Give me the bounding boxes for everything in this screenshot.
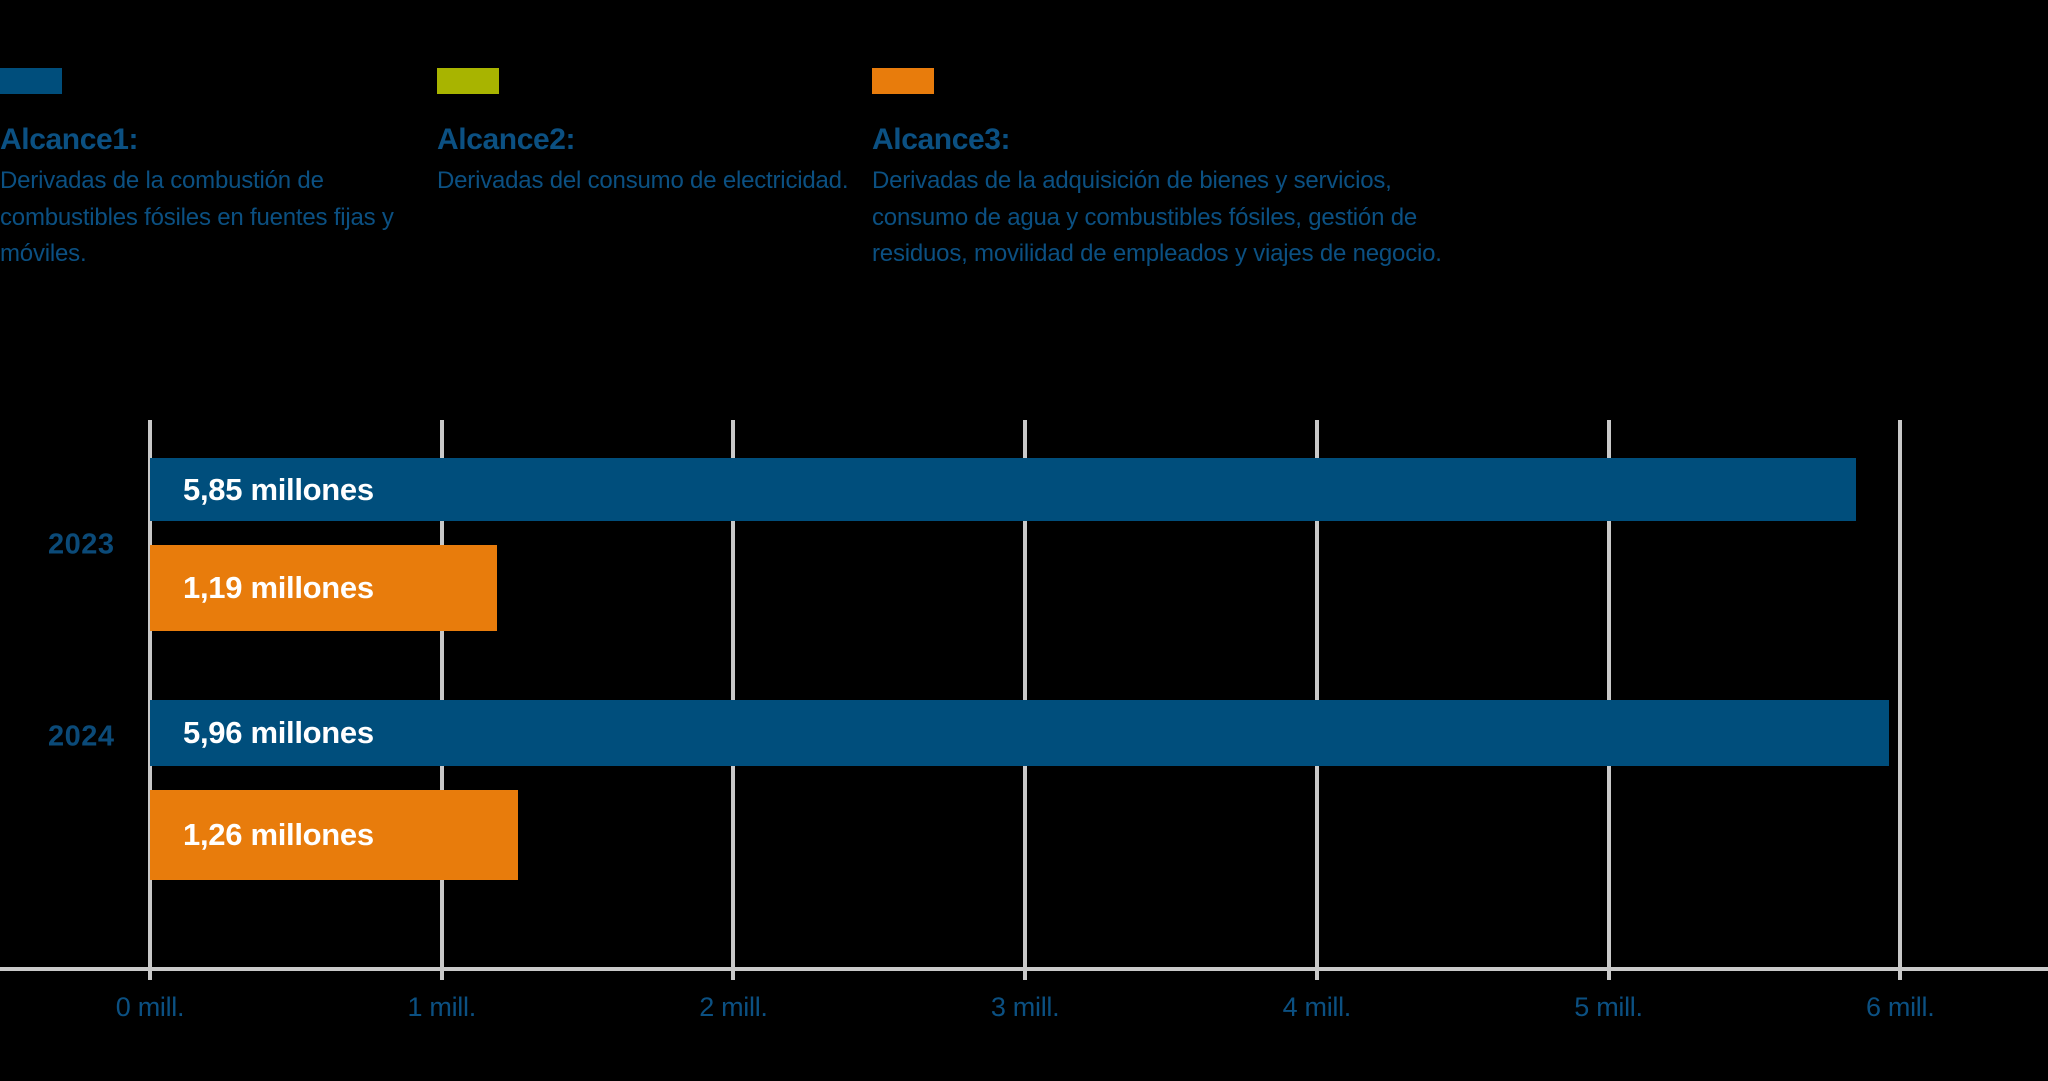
legend-title-alcance2: Alcance2:: [437, 123, 576, 156]
legend-description-alcance3: Derivadas de la adquisición de bienes y …: [872, 167, 1442, 268]
x-tick-label-3: 3 mill.: [990, 992, 1060, 1022]
legend: Alcance1: Derivadas de la combustión de …: [0, 0, 2048, 400]
x-tick-label-2: 2 mill.: [699, 992, 768, 1022]
legend-item-alcance3: Alcance3: Derivadas de la adquisición de…: [872, 68, 1472, 273]
bar-2023-alcance1[interactable]: 5,85 millones: [150, 458, 1857, 521]
x-axis-line: [0, 967, 2048, 971]
x-tick-label-0: 0 mill.: [115, 992, 185, 1022]
legend-description-alcance2: Derivadas del consumo de electricidad.: [437, 167, 849, 195]
bar-2023-alcance3[interactable]: 1,19 millones: [150, 545, 498, 631]
legend-item-alcance1: Alcance1: Derivadas de la combustión de …: [0, 68, 400, 273]
legend-swatch-alcance1: [0, 68, 62, 94]
x-tick-label-5: 5 mill.: [1574, 992, 1643, 1022]
x-tick-label-4: 4 mill.: [1282, 992, 1352, 1022]
x-tick-label-6: 6 mill.: [1865, 992, 1935, 1022]
legend-swatch-alcance3: [872, 68, 934, 94]
legend-description-alcance1: Derivadas de la combustión de combustibl…: [0, 167, 394, 268]
bar-2024-alcance3[interactable]: 1,26 millones: [150, 790, 518, 880]
bar-value-label: 5,96 millones: [183, 715, 374, 750]
gridline-6: [1898, 420, 1903, 980]
legend-title-alcance1: Alcance1:: [0, 123, 139, 156]
bar-value-label: 5,85 millones: [183, 471, 374, 507]
bar-value-label: 1,19 millones: [183, 570, 374, 605]
bar-2024-alcance1[interactable]: 5,96 millones: [150, 700, 1889, 766]
legend-title-alcance3: Alcance3:: [872, 123, 1011, 156]
category-label-2023: 2023: [48, 528, 115, 561]
legend-item-alcance2: Alcance2: Derivadas del consumo de elect…: [437, 68, 857, 200]
bar-value-label: 1,26 millones: [183, 817, 374, 852]
legend-swatch-alcance2: [437, 68, 499, 94]
category-label-2024: 2024: [48, 720, 115, 753]
x-tick-label-1: 1 mill.: [407, 992, 476, 1022]
